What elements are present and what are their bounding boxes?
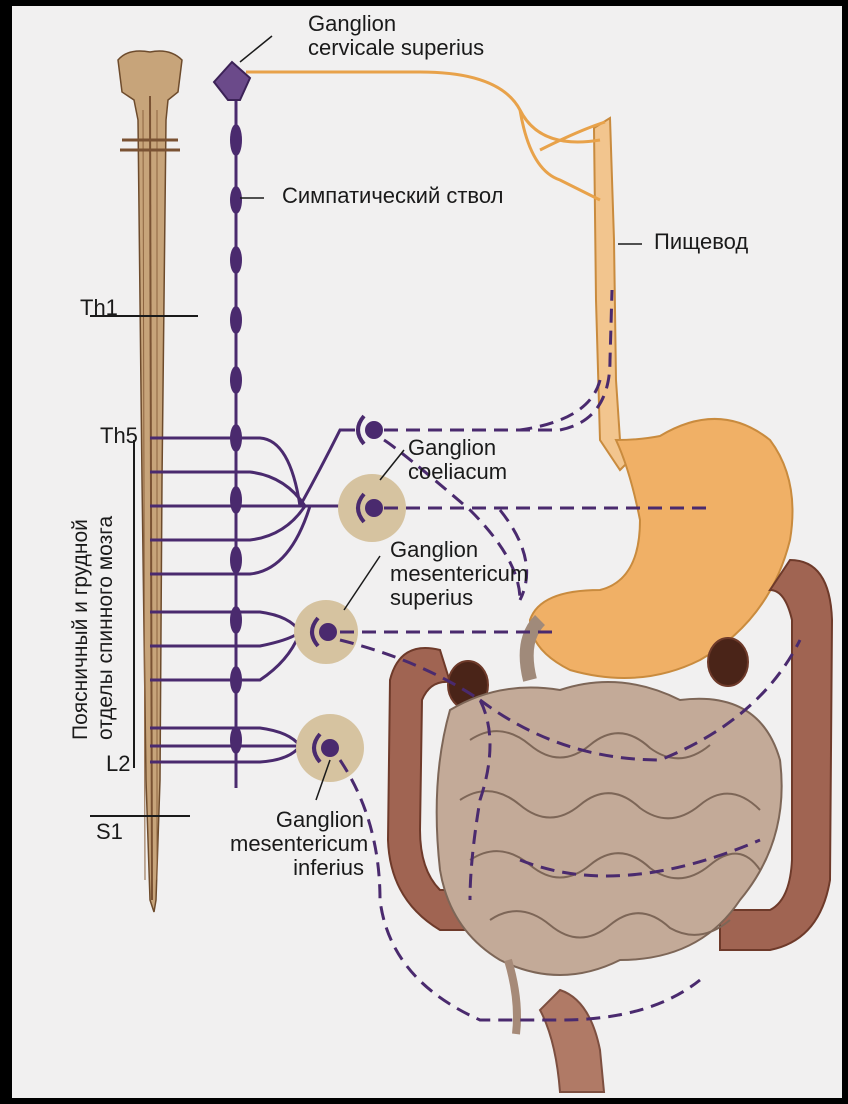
esophagus-icon [594,118,640,470]
label-th1: Th1 [80,296,118,320]
label-s1: S1 [96,820,123,844]
preganglionic-nerves [150,430,355,762]
label-spinal-region: Поясничный и грудной отделы спинного моз… [68,516,118,740]
label-th5: Th5 [100,424,138,448]
label-l2: L2 [106,752,130,776]
stomach-icon [530,419,793,678]
spinal-cord-icon [118,51,182,912]
label-sympathetic-trunk: Симпатический ствол [282,184,503,208]
label-ganglion-coeliacum: Ganglion coeliacum [408,436,507,484]
label-ganglion-mesentericum-superius: Ganglion mesentericum superius [390,538,528,610]
cervical-postganglionic-fibers [246,72,605,200]
label-ganglion-cervicale: Ganglion cervicale superius [308,12,484,60]
label-ganglion-mesentericum-inferius: Ganglion mesentericum inferius [230,808,364,880]
label-esophagus: Пищевод [654,230,748,254]
